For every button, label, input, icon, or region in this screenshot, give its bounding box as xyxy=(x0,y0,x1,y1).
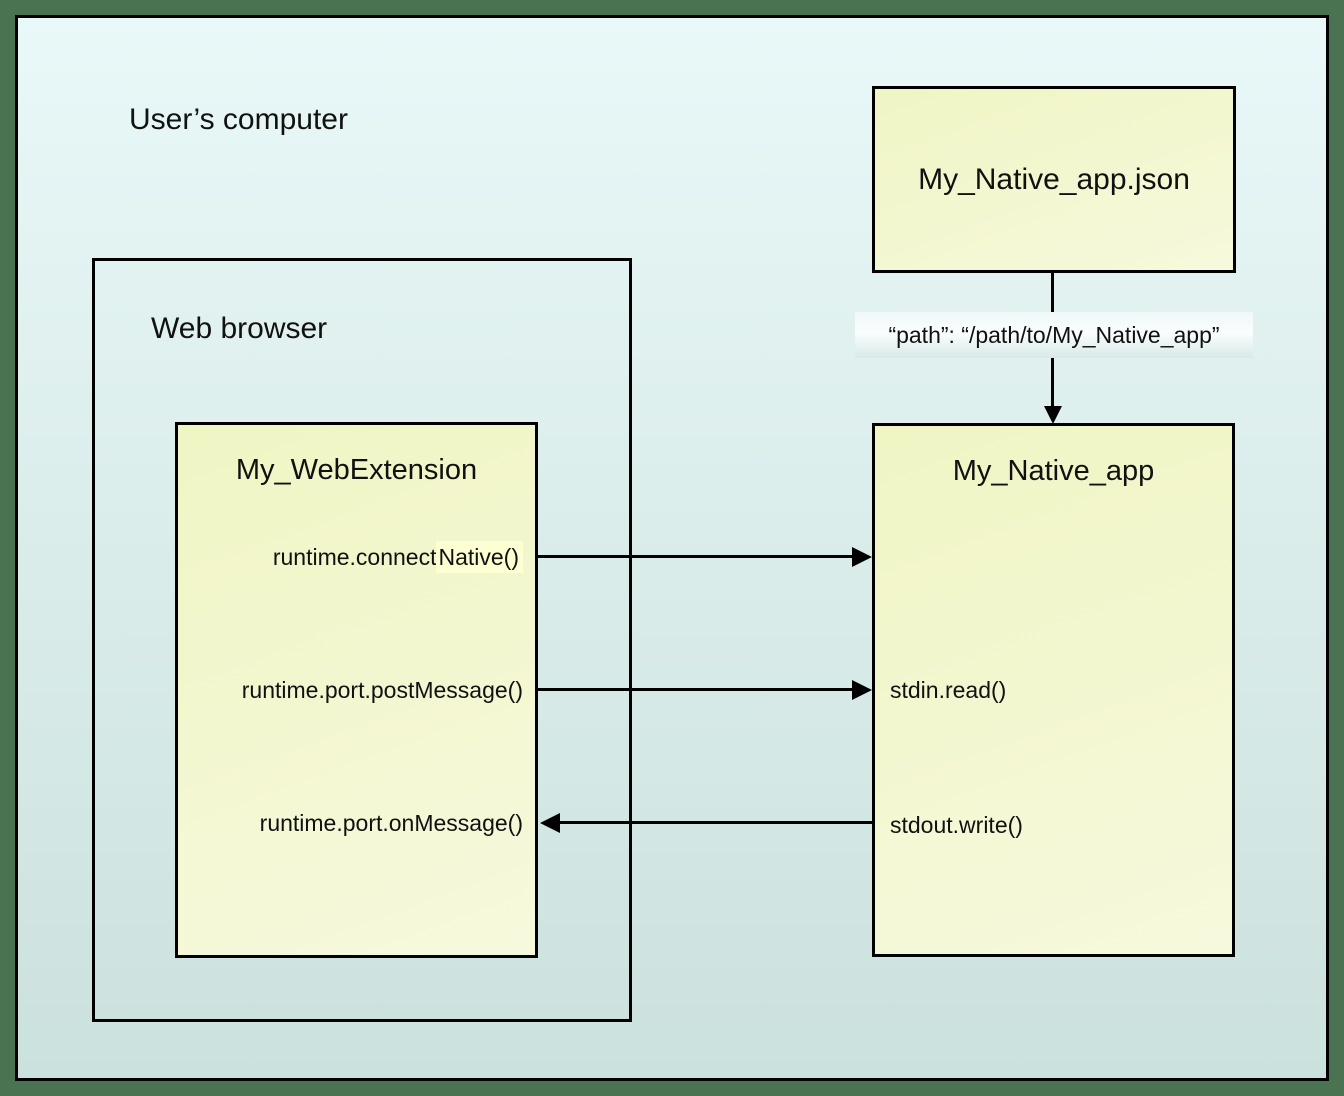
connect-native-arrowhead-icon xyxy=(852,547,872,567)
users-computer-box: User’s computer Web browser My_WebExtens… xyxy=(15,15,1329,1081)
connect-native-line xyxy=(536,555,854,558)
on-message-label: runtime.port.onMessage() xyxy=(259,810,523,836)
webextension-box: My_WebExtension runtime.connectNative() … xyxy=(175,422,538,958)
web-browser-box: Web browser My_WebExtension runtime.conn… xyxy=(92,258,632,1022)
native-app-box: My_Native_app stdin.read() stdout.write(… xyxy=(872,423,1235,957)
stdin-read-label: stdin.read() xyxy=(890,677,1007,703)
connect-native-prefix: runtime.connect xyxy=(272,544,437,570)
users-computer-label: User’s computer xyxy=(129,103,348,136)
connect-native-highlight: Native() xyxy=(436,541,523,573)
web-browser-label: Web browser xyxy=(151,312,328,345)
post-message-line xyxy=(536,688,854,691)
post-message-label: runtime.port.postMessage() xyxy=(241,677,523,703)
connect-native-label: runtime.connectNative() xyxy=(273,541,523,573)
manifest-to-app-arrowhead-icon xyxy=(1044,406,1062,424)
stdout-to-onmessage-arrowhead-icon xyxy=(540,813,560,833)
manifest-path-label: “path”: “/path/to/My_Native_app” xyxy=(855,312,1253,358)
post-message-arrowhead-icon xyxy=(852,680,872,700)
manifest-json-box: My_Native_app.json xyxy=(872,86,1236,273)
manifest-json-title: My_Native_app.json xyxy=(918,162,1190,196)
webextension-title: My_WebExtension xyxy=(235,454,478,486)
stdout-write-label: stdout.write() xyxy=(890,812,1023,838)
native-app-title: My_Native_app xyxy=(952,455,1155,487)
stdout-to-onmessage-line xyxy=(560,821,872,824)
